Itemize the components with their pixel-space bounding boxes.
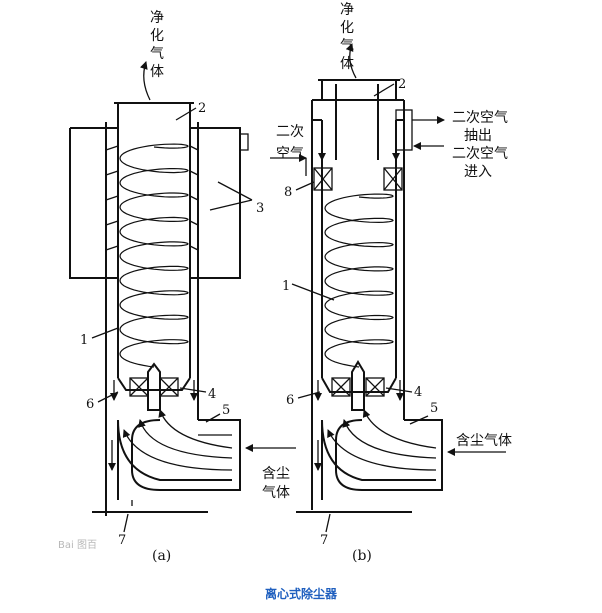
cone-a — [117, 377, 191, 391]
wall-left-b — [311, 120, 323, 510]
vent-stub-a — [239, 133, 249, 151]
num-1-a: 1 — [80, 333, 88, 348]
outlet-label-a-1: 化 — [150, 28, 164, 44]
leaders-b — [291, 83, 429, 533]
cone-b — [321, 377, 397, 393]
panel-label-a: (a) — [152, 548, 171, 564]
sec-air-in-right-line2: 进入 — [464, 164, 492, 180]
swirl-flow-b — [324, 193, 394, 368]
swirl-flow-a — [119, 143, 189, 368]
outlet-label-a-2: 气 — [150, 46, 164, 62]
cyclone-b — [270, 43, 506, 533]
sec-air-in-left-line2: 空气 — [276, 146, 304, 162]
inlet-label-a-line1: 含尘 — [262, 466, 290, 482]
outlet-label-b-0: 净 — [340, 2, 354, 18]
figure-caption: 离心式除尘器 — [265, 586, 338, 601]
sec-air-in-left-line1: 二次 — [276, 124, 304, 140]
vane-box-b8-right — [383, 167, 403, 191]
center-cone-b — [351, 360, 365, 411]
num-5-b: 5 — [430, 401, 438, 416]
sec-air-out-line2: 抽出 — [464, 128, 492, 144]
num-2-a: 2 — [198, 101, 206, 116]
center-cone-a — [147, 362, 161, 411]
outlet-pipe-a — [114, 102, 194, 122]
num-8-b: 8 — [284, 185, 292, 200]
outlet-label-b-3: 体 — [340, 56, 354, 72]
inlet-label-a-line2: 气体 — [262, 485, 290, 501]
outlet-label-b-1: 化 — [340, 20, 354, 36]
num-2-b: 2 — [398, 77, 406, 92]
wall-right-b — [395, 120, 405, 420]
vane-box-b8-left — [313, 167, 333, 191]
inner-wall-right-a — [189, 122, 199, 420]
num-1-b: 1 — [282, 279, 290, 294]
num-4-a: 4 — [208, 387, 216, 402]
num-7-b: 7 — [320, 533, 328, 548]
inner-wall-left-a — [105, 122, 119, 500]
cyclone-a — [69, 61, 296, 533]
outlet-label-a-3: 体 — [150, 64, 164, 80]
guide-vanes-left-a — [105, 145, 199, 251]
leaders-a — [91, 107, 253, 533]
num-5-a: 5 — [222, 403, 230, 418]
outer-jacket-a — [69, 127, 241, 279]
sec-air-out-line1: 二次空气 — [452, 110, 508, 126]
outlet-label-b-2: 气 — [340, 38, 354, 54]
inlet-label-b: 含尘气体 — [456, 433, 512, 449]
outlet-pipe-b — [318, 79, 400, 100]
labels-b: 净 化 气 体 2 二次空气 抽出 二次 空气 二次空气 进入 8 1 6 4 … — [276, 2, 512, 564]
num-6-a: 6 — [86, 397, 94, 412]
inner-outlet-b — [335, 84, 379, 160]
num-4-b: 4 — [414, 385, 422, 400]
sec-air-in-right-line1: 二次空气 — [452, 146, 508, 162]
labels-a: 净 化 气 体 2 3 1 6 4 5 含尘 气体 7 (a) — [80, 10, 290, 564]
num-3-a: 3 — [256, 201, 264, 216]
body-a — [105, 500, 107, 516]
watermark: Bai 图百 — [58, 539, 97, 551]
panel-label-b: (b) — [352, 548, 372, 564]
outlet-label-a-0: 净 — [150, 10, 164, 26]
num-7-a: 7 — [118, 533, 126, 548]
inlet-inner-a — [117, 419, 232, 500]
num-6-b: 6 — [286, 393, 294, 408]
